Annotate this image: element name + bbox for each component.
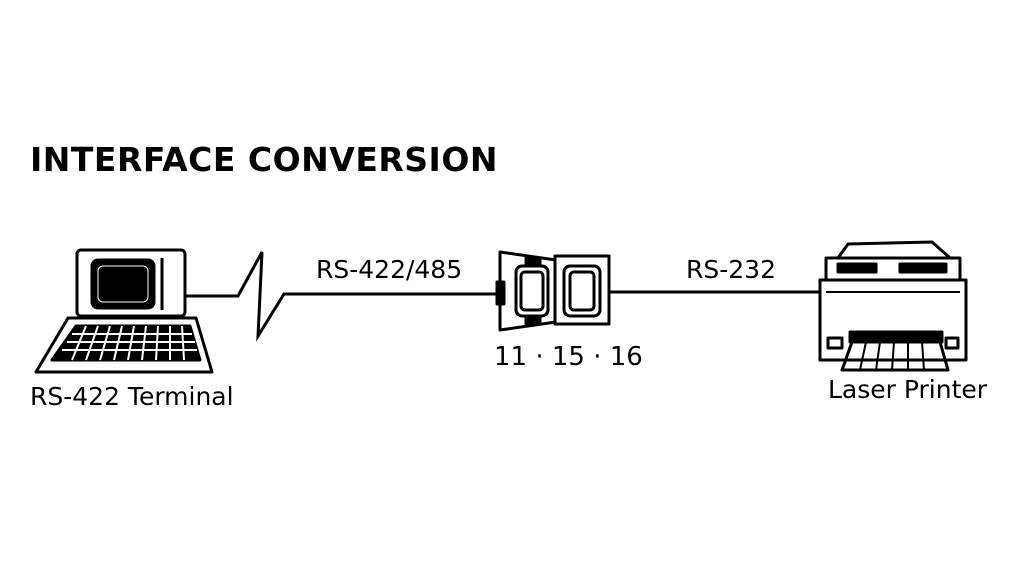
converter-model-label: 11 · 15 · 16 — [494, 342, 643, 372]
link-rs422-485 — [185, 251, 500, 342]
interface-converter-icon — [495, 250, 611, 332]
rs422-485-link-label: RS-422/485 — [316, 255, 463, 284]
computer-terminal-icon — [34, 248, 214, 374]
printer-label: Laser Printer — [828, 375, 988, 404]
terminal-label: RS-422 Terminal — [30, 382, 234, 411]
diagram-title: INTERFACE CONVERSION — [30, 140, 499, 179]
laser-printer-icon — [818, 240, 968, 372]
rs232-link-label: RS-232 — [686, 255, 776, 284]
